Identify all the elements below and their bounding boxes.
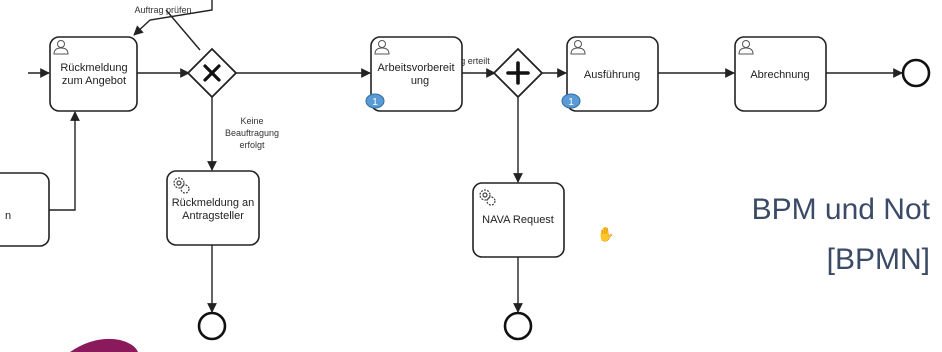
user-icon (374, 40, 390, 55)
decorative-purple-shape (70, 338, 138, 352)
loop-count-label: 1 (372, 97, 378, 108)
flow-auftrag-pruefen-loop (133, 0, 213, 36)
end-event-rueckmeldung[interactable] (197, 311, 227, 341)
hand-cursor-icon: ✋ (597, 226, 615, 242)
task-nava-request[interactable]: NAVA Request (472, 182, 565, 258)
task-rueckmeldung-antragsteller-line1: Rückmeldung an (172, 197, 255, 209)
task-nava-request-label: NAVA Request (482, 214, 554, 226)
user-icon (53, 40, 69, 55)
flow-label-auftrag-pruefen: Auftrag prüfen (134, 5, 191, 15)
end-event-nava[interactable] (503, 311, 533, 341)
task-ausfuehrung-label: Ausführung (584, 69, 640, 81)
task-rueckmeldung-angebot[interactable]: Rückmeldung zum Angebot (49, 36, 138, 112)
task-abrechnung[interactable]: Abrechnung (734, 36, 827, 112)
task-abrechnung-label: Abrechnung (750, 69, 809, 81)
task-arbeitsvorbereitung-line1: Arbeitsvorbereit (377, 62, 454, 74)
gear-icon (479, 189, 496, 206)
loop-count-badge: 1 (561, 93, 581, 109)
flow-label-keine-beauftragung-1: Keine (240, 116, 263, 126)
exclusive-gateway[interactable] (186, 47, 238, 99)
task-partial-left-label: n (5, 210, 11, 222)
user-icon (738, 40, 754, 55)
flow-label-keine-beauftragung-2: Beauftragung (225, 128, 279, 138)
gear-icon (173, 177, 190, 194)
task-partial-left[interactable]: n (0, 172, 50, 247)
end-event-main[interactable] (901, 58, 931, 88)
loop-count-badge: 1 (365, 93, 385, 109)
slide-title-line2: [BPMN] (826, 243, 930, 276)
task-arbeitsvorbereitung[interactable]: Arbeitsvorbereit ung 1 (365, 36, 463, 112)
parallel-gateway[interactable] (492, 47, 544, 99)
user-icon (570, 40, 586, 55)
flow-label-keine-beauftragung-3: erfolgt (239, 140, 265, 150)
task-rueckmeldung-antragsteller-line2: Antragsteller (182, 210, 244, 222)
slide-title-line1: BPM und Not (751, 193, 930, 226)
flow-label-auftrag-erteilt: Auftrag erteilt (436, 56, 490, 66)
flow-partial-to-angebot (49, 111, 80, 211)
task-arbeitsvorbereitung-line2: ung (411, 75, 429, 87)
x-marker-icon (203, 64, 221, 82)
plus-marker-icon (506, 61, 530, 85)
task-rueckmeldung-antragsteller[interactable]: Rückmeldung an Antragsteller (166, 170, 260, 246)
task-rueckmeldung-angebot-line1: Rückmeldung (60, 62, 127, 74)
sequence-flows (28, 0, 903, 313)
loop-count-label: 1 (568, 97, 574, 108)
task-rueckmeldung-angebot-line2: zum Angebot (62, 75, 126, 87)
flow-top-to-gateway (165, 9, 201, 51)
task-ausfuehrung[interactable]: Ausführung 1 (561, 36, 659, 112)
